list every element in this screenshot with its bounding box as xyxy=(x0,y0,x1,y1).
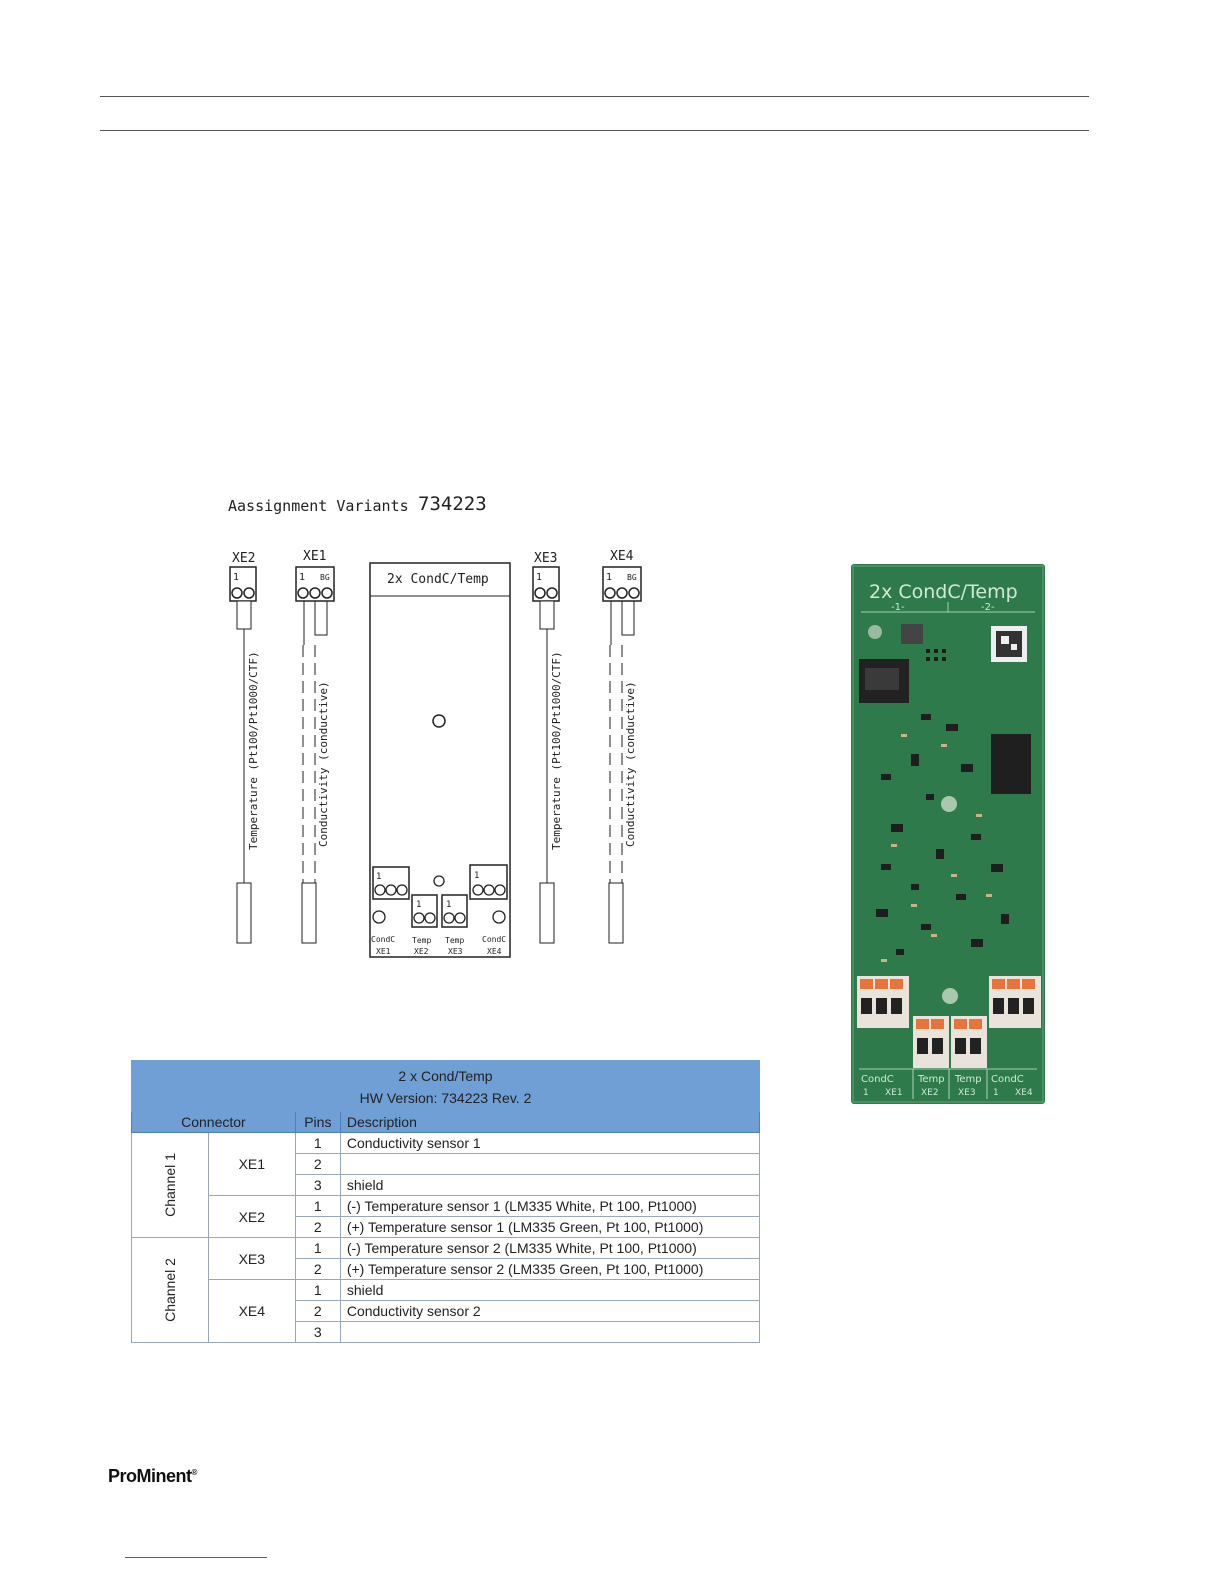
table-row: 3 shield xyxy=(132,1174,761,1196)
connector-xe4-label: XE4 xyxy=(610,549,634,564)
table-row: Channel 1 XE1 1 Conductivity sensor 1 xyxy=(131,1132,761,1238)
pin-cell: 1 xyxy=(294,1237,341,1259)
connector-xe1-pin1: 1 xyxy=(299,572,305,583)
description-cell xyxy=(339,1321,761,1343)
board-terminal-xe1 xyxy=(857,976,909,1028)
diagram-part-number: 734223 xyxy=(418,493,487,515)
table-row: XE4 1 shield xyxy=(132,1279,761,1343)
silk-xe2-id: XE2 xyxy=(921,1088,939,1098)
pin-cell: 2 xyxy=(294,1300,341,1322)
connector-xe2-label: XE2 xyxy=(232,551,255,566)
table-row: 3 xyxy=(132,1321,761,1343)
description-cell: (-) Temperature sensor 2 (LM335 White, P… xyxy=(339,1237,761,1259)
footer-link-underline[interactable] xyxy=(125,1557,267,1558)
pin-assignment-table: 2 x Cond/Temp HW Version: 734223 Rev. 2 … xyxy=(131,1060,761,1343)
connector-xe4-pin1: 1 xyxy=(606,572,612,583)
diagram-caption: Aassignment Variants xyxy=(228,497,409,515)
silk-xe3-id: XE3 xyxy=(958,1088,976,1098)
connector-xe3-label: XE3 xyxy=(534,551,557,566)
connector-xe2-cable-label: Temperature (Pt100/Pt1000/CTF) xyxy=(247,651,260,850)
pin-cell: 3 xyxy=(294,1321,341,1343)
connector-xe2-cell: XE2 xyxy=(207,1195,296,1238)
channel-2-cell: Channel 2 xyxy=(131,1237,209,1343)
board-xe4-id: XE4 xyxy=(487,947,502,956)
board-channel-marker-2: -2- xyxy=(981,602,995,613)
description-cell: shield xyxy=(339,1174,761,1196)
channel-1-label: Channel 1 xyxy=(161,1153,178,1217)
connector-xe4-mark: BG xyxy=(627,573,637,582)
table-row: 2 Conductivity sensor 2 xyxy=(132,1300,761,1322)
connector-xe3-cell: XE3 xyxy=(207,1237,296,1280)
pin-cell: 2 xyxy=(294,1216,341,1238)
table-row: XE2 1 (-) Temperature sensor 1 (LM335 Wh… xyxy=(132,1195,761,1238)
connector-xe1: XE1 1 BG Conductivity (conductive) xyxy=(295,549,335,944)
prominent-logo: ProMinent® xyxy=(108,1466,197,1486)
board-photo: 2x CondC/Temp -1- -2- xyxy=(851,564,1045,1104)
assignment-diagram: Aassignment Variants 734223 XE2 1 Temper… xyxy=(228,493,642,958)
board-xe3-type: Temp xyxy=(445,936,464,945)
description-cell: shield xyxy=(339,1279,761,1301)
pin-cell: 2 xyxy=(294,1258,341,1280)
board-channel-marker-1: -1- xyxy=(891,602,905,613)
header-description: Description xyxy=(339,1111,761,1133)
module-outline: 2x CondC/Temp 1 CondC XE1 1 Temp XE2 1 T… xyxy=(369,562,511,958)
board-xe2-type: Temp xyxy=(412,936,431,945)
silk-xe1-type: CondC xyxy=(861,1074,894,1085)
channel-1-cell: Channel 1 xyxy=(131,1132,209,1238)
connector-xe2: XE2 1 Temperature (Pt100/Pt1000/CTF) xyxy=(229,551,260,944)
board-xe1-pin1: 1 xyxy=(376,872,381,882)
board-xe3-id: XE3 xyxy=(448,947,463,956)
pin-cell: 3 xyxy=(294,1174,341,1196)
silk-xe3-type: Temp xyxy=(954,1074,982,1085)
board-terminal-xe3 xyxy=(951,1016,987,1068)
board-terminal-xe2 xyxy=(913,1016,949,1068)
connector-xe4-cell: XE4 xyxy=(207,1279,296,1343)
connector-xe1-mark: BG xyxy=(320,573,330,582)
board-xe2-id: XE2 xyxy=(414,947,429,956)
pin-cell: 2 xyxy=(294,1153,341,1175)
board-xe3-pin1: 1 xyxy=(446,900,451,910)
description-cell: Conductivity sensor 1 xyxy=(339,1132,761,1154)
connector-xe4: XE4 1 BG Conductivity (conductive) xyxy=(602,549,642,944)
table-title: 2 x Cond/Temp xyxy=(131,1060,760,1087)
description-cell: Conductivity sensor 2 xyxy=(339,1300,761,1322)
silk-xe4-id: XE4 xyxy=(1015,1088,1033,1098)
channel-2-label: Channel 2 xyxy=(161,1258,178,1322)
board-xe1-id: XE1 xyxy=(376,947,391,956)
pin-cell: 1 xyxy=(294,1279,341,1301)
connector-xe3: XE3 1 Temperature (Pt100/Pt1000/CTF) xyxy=(532,551,563,944)
connector-xe1-cable-label: Conductivity (conductive) xyxy=(317,681,330,847)
table-row: Channel 2 XE3 1 (-) Temperature sensor 2… xyxy=(131,1237,761,1343)
silk-xe4-num: 1 xyxy=(993,1088,999,1098)
connector-xe1-label: XE1 xyxy=(303,549,326,564)
header-rule-top xyxy=(100,96,1089,97)
silk-xe4-type: CondC xyxy=(991,1074,1024,1085)
silk-xe1-num: 1 xyxy=(863,1088,869,1098)
board-xe4-pin1: 1 xyxy=(474,871,479,881)
header-rule-bottom xyxy=(100,130,1089,131)
connector-xe1-cell: XE1 xyxy=(207,1132,296,1196)
module-label: 2x CondC/Temp xyxy=(387,572,489,587)
board-xe1-type: CondC xyxy=(371,935,395,944)
pin-cell: 1 xyxy=(294,1195,341,1217)
header-connector: Connector xyxy=(131,1111,296,1133)
board-terminal-xe4 xyxy=(989,976,1041,1028)
description-cell: (-) Temperature sensor 1 (LM335 White, P… xyxy=(339,1195,761,1217)
pin-cell: 1 xyxy=(294,1132,341,1154)
board-title: 2x CondC/Temp xyxy=(869,581,1018,603)
connector-xe4-cable-label: Conductivity (conductive) xyxy=(624,681,637,847)
connector-xe2-pin1: 1 xyxy=(233,572,239,583)
board-xe2-pin1: 1 xyxy=(416,900,421,910)
logo-text: ProMinent xyxy=(108,1466,192,1486)
description-cell: (+) Temperature sensor 1 (LM335 Green, P… xyxy=(339,1216,761,1238)
description-cell: (+) Temperature sensor 2 (LM335 Green, P… xyxy=(339,1258,761,1280)
silk-xe2-type: Temp xyxy=(917,1074,945,1085)
table-subtitle: HW Version: 734223 Rev. 2 xyxy=(131,1087,760,1112)
connector-xe3-pin1: 1 xyxy=(536,572,542,583)
silk-xe1-id: XE1 xyxy=(885,1088,903,1098)
connector-xe3-cable-label: Temperature (Pt100/Pt1000/CTF) xyxy=(550,651,563,850)
header-pins: Pins xyxy=(294,1111,341,1133)
board-xe4-type: CondC xyxy=(482,935,506,944)
description-cell xyxy=(339,1153,761,1175)
